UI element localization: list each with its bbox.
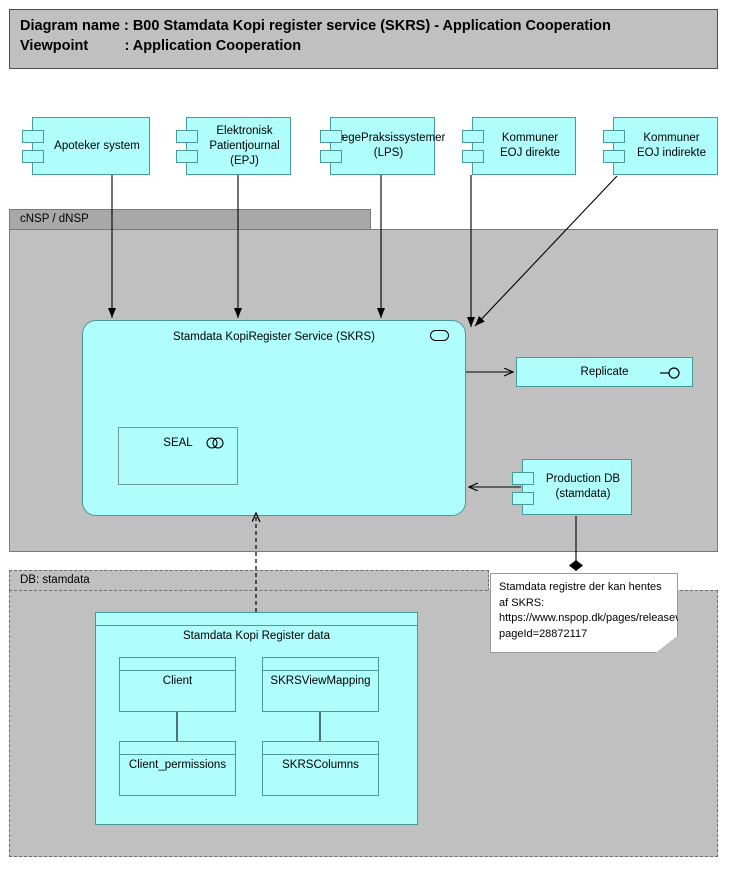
data-object-label: Client_permissions	[128, 759, 227, 771]
data-object-client[interactable]: Client	[119, 657, 236, 712]
application-service-icon	[430, 330, 449, 341]
component-apoteker-system[interactable]: Apoteker system	[22, 117, 150, 175]
data-object-label: Client	[162, 675, 193, 687]
component-production-db[interactable]: Production DB (stamdata)	[512, 459, 632, 515]
note-stamdata-registre: Stamdata registre der kan hentes af SKRS…	[490, 573, 678, 653]
component-nub-icon	[22, 130, 44, 143]
data-object-header-bar	[120, 742, 235, 755]
component-nub-icon	[462, 150, 484, 163]
viewpoint-line: Viewpoint : Application Cooperation	[20, 38, 302, 54]
component-nub-icon	[320, 130, 342, 143]
component-label: LægePraksissystemer (LPS)	[331, 132, 446, 159]
component-nub-icon	[320, 150, 342, 163]
data-object-label: SKRSViewMapping	[270, 675, 371, 687]
application-collaboration-label: SEAL	[163, 437, 193, 449]
component-nub-icon	[462, 130, 484, 143]
component-nub-icon	[512, 492, 534, 505]
application-collaboration-icon	[206, 437, 224, 449]
application-service-skrs[interactable]: Stamdata KopiRegister Service (SKRS)	[82, 320, 466, 516]
application-interface-label: Replicate	[580, 366, 629, 378]
data-object-header-bar	[120, 658, 235, 671]
application-collaboration-seal[interactable]: SEAL	[118, 427, 238, 485]
application-interface-replicate[interactable]: Replicate	[516, 357, 693, 387]
component-nub-icon	[176, 150, 198, 163]
component-label: Apoteker system	[54, 139, 140, 152]
component-nub-icon	[512, 472, 534, 485]
component-label: Kommuner EOJ direkte	[499, 132, 561, 159]
group-tab-cnsp-dnsp: cNSP / dNSP	[9, 209, 371, 230]
data-object-skrscolumns[interactable]: SKRSColumns	[262, 741, 379, 796]
data-object-header-bar	[263, 742, 378, 755]
application-service-label: Stamdata KopiRegister Service (SKRS)	[173, 331, 375, 343]
component-nub-icon	[603, 150, 625, 163]
component-nub-icon	[22, 150, 44, 163]
group-tab-db-stamdata: DB: stamdata	[9, 570, 489, 591]
data-object-header-bar	[96, 613, 417, 626]
component-label: Kommuner EOJ indirekte	[636, 132, 707, 159]
component-laegepraksissystemer-lps[interactable]: LægePraksissystemer (LPS)	[320, 117, 445, 175]
component-nub-icon	[603, 130, 625, 143]
diagram-title-banner: Diagram name : B00 Stamdata Kopi registe…	[9, 9, 718, 69]
data-object-client-permissions[interactable]: Client_permissions	[119, 741, 236, 796]
diagram-name-line: Diagram name : B00 Stamdata Kopi registe…	[20, 18, 611, 34]
application-interface-lollipop-icon	[660, 367, 680, 379]
component-elektronisk-patientjournal[interactable]: Elektronisk Patientjournal (EPJ)	[176, 117, 291, 175]
component-label: Production DB (stamdata)	[545, 473, 621, 500]
component-kommuner-eoj-direkte[interactable]: Kommuner EOJ direkte	[462, 117, 576, 175]
data-object-label: Stamdata Kopi Register data	[182, 630, 331, 642]
data-object-label: SKRSColumns	[282, 759, 359, 771]
component-kommuner-eoj-indirekte[interactable]: Kommuner EOJ indirekte	[603, 117, 718, 175]
data-object-skrsviewmapping[interactable]: SKRSViewMapping	[262, 657, 379, 712]
component-label: Elektronisk Patientjournal (EPJ)	[209, 124, 280, 167]
component-nub-icon	[176, 130, 198, 143]
data-object-header-bar	[263, 658, 378, 671]
